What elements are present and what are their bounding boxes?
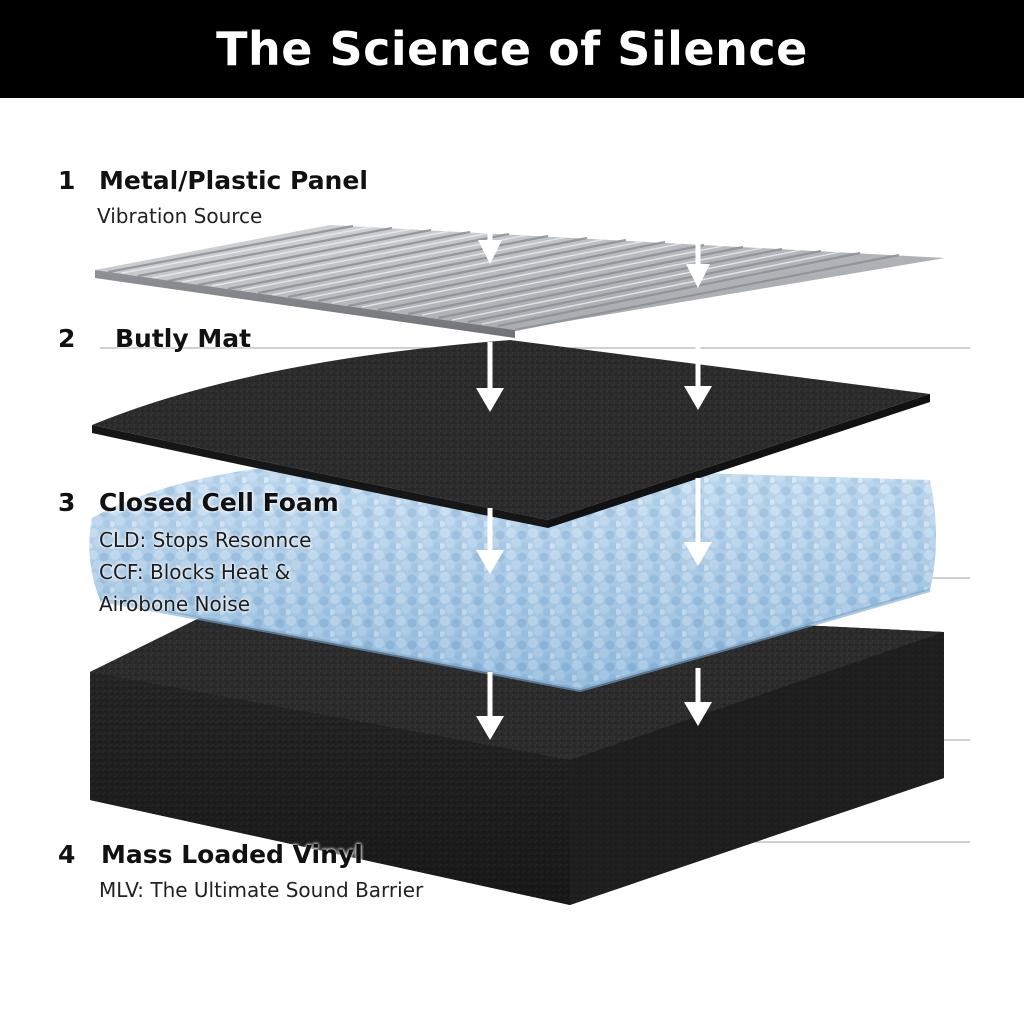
title-bar: The Science of Silence: [0, 0, 1024, 98]
layer-3-name: Closed Cell Foam: [99, 488, 339, 517]
layer-4-description: MLV: The Ultimate Sound Barrier: [99, 878, 424, 902]
corrugated-metal-panel: [95, 224, 945, 338]
layer-2-name: Butly Mat: [115, 324, 252, 353]
layer-3-description-line-3: Airobone Noise: [99, 592, 251, 616]
layer-3-description-line-2: CCF: Blocks Heat &: [99, 560, 291, 584]
layer-1-name: Metal/Plastic Panel: [99, 166, 368, 195]
vibration-arrows: [476, 198, 712, 740]
layer-1-number: 1: [58, 166, 76, 195]
down-arrow-icon: [684, 478, 712, 566]
down-arrow-icon: [476, 508, 504, 574]
layer-4-name: Mass Loaded Vinyl: [101, 840, 363, 869]
layer-4-number: 4: [58, 840, 76, 869]
down-arrow-icon: [684, 344, 712, 410]
down-arrow-icon: [478, 198, 502, 264]
down-arrow-icon: [686, 205, 710, 288]
down-arrow-icon: [476, 342, 504, 412]
down-arrow-icon: [684, 668, 712, 726]
butyl-mat-sheet: [92, 340, 930, 528]
layer-2-number: 2: [58, 324, 76, 353]
page-title: The Science of Silence: [216, 22, 808, 76]
layer-3-description-line-1: CLD: Stops Resonnce: [99, 528, 312, 552]
down-arrow-icon: [476, 672, 504, 740]
layer-1-description: Vibration Source: [97, 204, 263, 228]
layer-3-number: 3: [58, 488, 76, 517]
closed-cell-foam-slab: [89, 462, 937, 693]
